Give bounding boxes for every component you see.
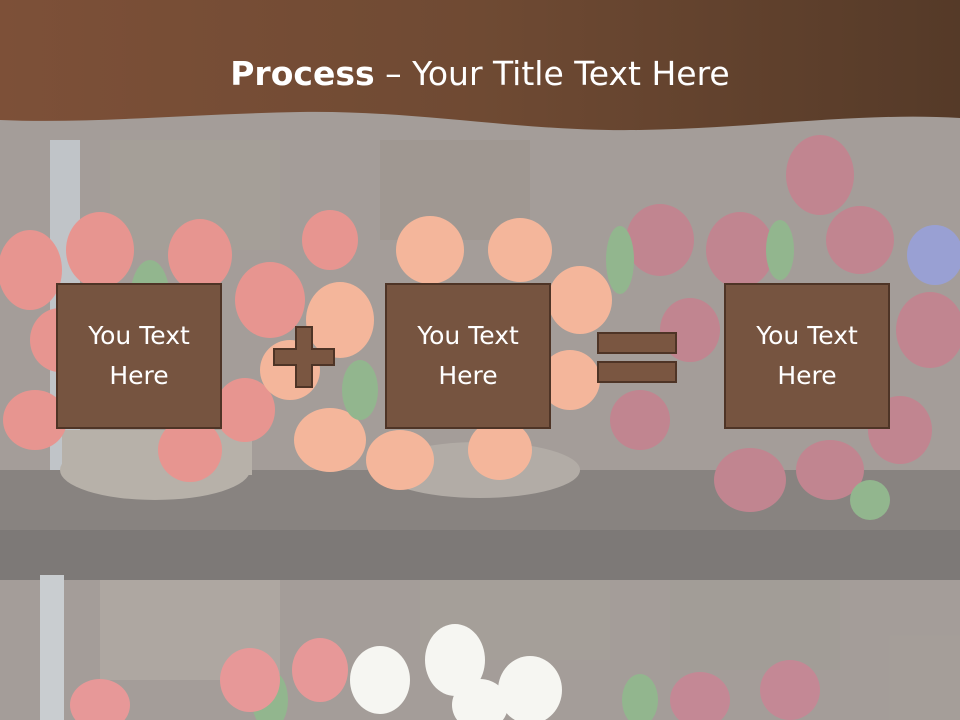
equals-icon xyxy=(597,332,677,383)
text-box-2-label: You Text Here xyxy=(417,321,519,390)
text-box-3-label: You Text Here xyxy=(756,321,858,390)
title-rest: – Your Title Text Here xyxy=(374,54,730,93)
text-box-2: You Text Here xyxy=(385,283,551,429)
slide-title: Process – Your Title Text Here xyxy=(0,52,960,96)
title-banner xyxy=(0,0,960,131)
text-box-3: You Text Here xyxy=(724,283,890,429)
plus-icon xyxy=(273,326,335,388)
title-bold: Process xyxy=(230,54,375,93)
text-box-1: You Text Here xyxy=(56,283,222,429)
text-box-1-label: You Text Here xyxy=(88,321,190,390)
